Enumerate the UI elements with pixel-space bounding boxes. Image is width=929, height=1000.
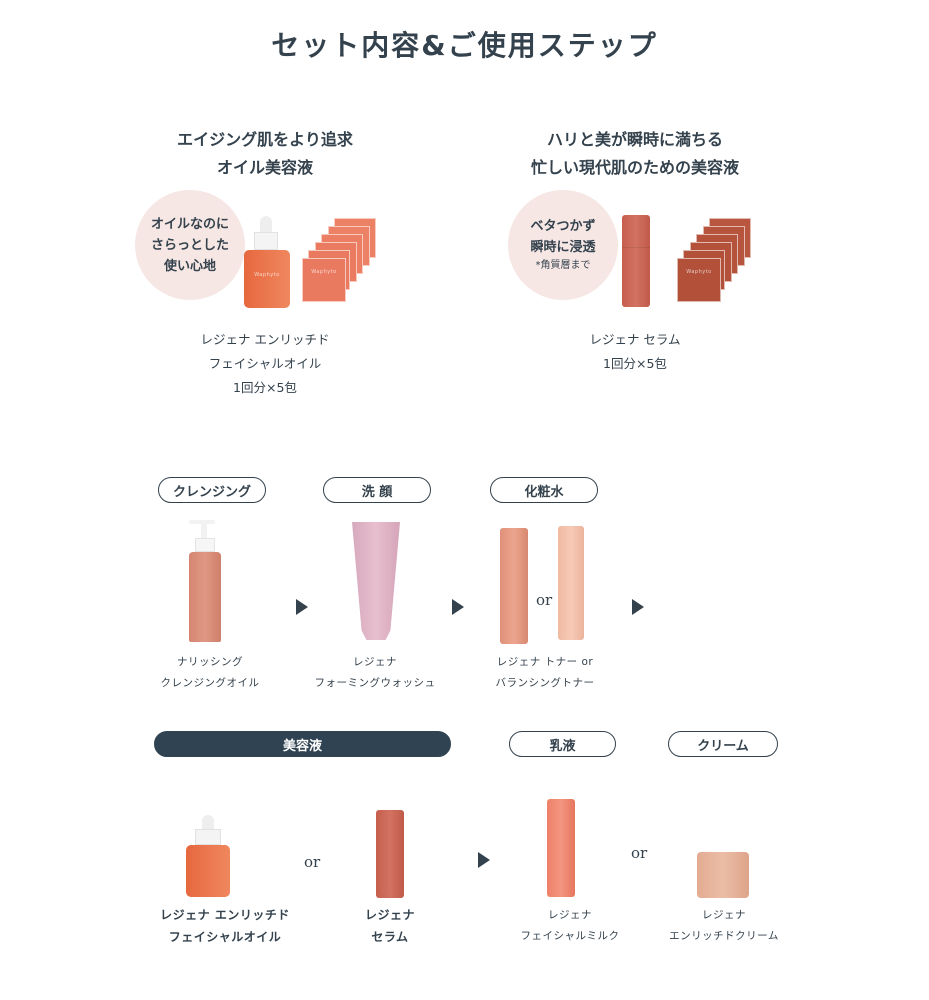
headline-line: エイジング肌をより追求 bbox=[177, 130, 353, 149]
product-name-line: エンリッチドクリーム bbox=[669, 930, 779, 942]
set-item-2-headline: ハリと美が瞬時に満ちる 忙しい現代肌のための美容液 bbox=[490, 126, 780, 182]
oil-sachets-image: Waphyto bbox=[302, 218, 382, 302]
product-name-line: レジェナ エンリッチド bbox=[160, 908, 290, 922]
page-title: セット内容&ご使用ステップ bbox=[271, 29, 658, 62]
step-arrow-icon bbox=[296, 599, 308, 615]
cleansing-product-name: ナリッシング クレンジングオイル bbox=[140, 652, 280, 694]
step-label-serum: 美容液 bbox=[154, 731, 451, 757]
feature-badge-2: ベタつかず 瞬時に浸透 *角質層まで bbox=[508, 190, 618, 300]
product-name-line: レジェナ エンリッチド bbox=[200, 332, 330, 347]
serum-option-2-name: レジェナ セラム bbox=[340, 904, 440, 948]
badge-footnote: *角質層まで bbox=[535, 260, 591, 271]
product-name-line: フェイシャルオイル bbox=[168, 930, 282, 944]
enriched-cream-image bbox=[697, 852, 749, 898]
set-item-1-headline: エイジング肌をより追求 オイル美容液 bbox=[130, 126, 400, 182]
product-name-line: レジェナ bbox=[548, 909, 592, 921]
step-arrow-icon bbox=[632, 599, 644, 615]
step-arrow-icon bbox=[478, 852, 490, 868]
feature-badge-1: オイルなのに さらっとした 使い心地 bbox=[135, 190, 245, 300]
serum-option-1-name: レジェナ エンリッチド フェイシャルオイル bbox=[140, 904, 310, 948]
badge-line: 瞬時に浸透 bbox=[530, 240, 596, 255]
product-name-line: ナリッシング bbox=[177, 656, 243, 668]
or-text: or bbox=[536, 591, 553, 609]
facial-milk-image bbox=[547, 799, 575, 897]
step-arrow-icon bbox=[452, 599, 464, 615]
toner-product-name: レジェナ トナー or バランシングトナー bbox=[472, 652, 618, 694]
or-text: or bbox=[631, 844, 648, 862]
product-name-line: セラム bbox=[371, 930, 409, 944]
serum-bottle-image bbox=[622, 215, 650, 307]
or-text: or bbox=[304, 853, 321, 871]
milk-product-name: レジェナ フェイシャルミルク bbox=[500, 905, 640, 947]
product-quantity: 1回分×5包 bbox=[603, 356, 667, 371]
step-label-cream: クリーム bbox=[668, 731, 778, 757]
product-quantity: 1回分×5包 bbox=[233, 380, 297, 395]
set-item-1-product: レジェナ エンリッチド フェイシャルオイル 1回分×5包 bbox=[130, 328, 400, 400]
facial-oil-bottle-image: Waphyto bbox=[244, 216, 290, 308]
step-label-cleansing: クレンジング bbox=[158, 477, 266, 503]
step-label-face-wash: 洗 顔 bbox=[323, 477, 431, 503]
product-name-line: フォーミングウォッシュ bbox=[314, 677, 436, 689]
step-label-toner: 化粧水 bbox=[490, 477, 598, 503]
product-name-line: レジェナ トナー or bbox=[496, 656, 594, 668]
product-name-line: レジェナ bbox=[702, 909, 746, 921]
serum-sachets-image: Waphyto bbox=[677, 218, 757, 302]
badge-line: ベタつかず bbox=[530, 219, 596, 234]
headline-line: 忙しい現代肌のための美容液 bbox=[530, 158, 739, 177]
product-name-line: レジェナ セラム bbox=[589, 332, 681, 347]
brand-logo: Waphyto bbox=[254, 272, 280, 278]
product-name-line: レジェナ bbox=[364, 908, 415, 922]
product-name-line: フェイシャルオイル bbox=[208, 356, 322, 371]
badge-line: オイルなのに bbox=[150, 216, 229, 232]
badge-line: 使い心地 bbox=[163, 258, 216, 274]
product-name-line: クレンジングオイル bbox=[160, 677, 260, 689]
serum-image bbox=[376, 810, 404, 898]
headline-line: オイル美容液 bbox=[216, 158, 313, 177]
product-name-line: レジェナ bbox=[353, 656, 397, 668]
foaming-wash-image bbox=[352, 522, 400, 640]
cream-product-name: レジェナ エンリッチドクリーム bbox=[654, 905, 794, 947]
headline-line: ハリと美が瞬時に満ちる bbox=[546, 130, 723, 149]
cleansing-oil-image bbox=[185, 520, 225, 642]
regena-toner-image bbox=[500, 528, 528, 644]
facial-oil-image bbox=[186, 815, 230, 897]
balancing-toner-image bbox=[558, 526, 584, 640]
step-label-milk: 乳液 bbox=[509, 731, 616, 757]
product-name-line: バランシングトナー bbox=[495, 677, 595, 689]
product-name-line: フェイシャルミルク bbox=[520, 930, 620, 942]
face-wash-product-name: レジェナ フォーミングウォッシュ bbox=[300, 652, 450, 694]
badge-line: さらっとした bbox=[150, 237, 229, 253]
set-item-2-product: レジェナ セラム 1回分×5包 bbox=[490, 328, 780, 376]
